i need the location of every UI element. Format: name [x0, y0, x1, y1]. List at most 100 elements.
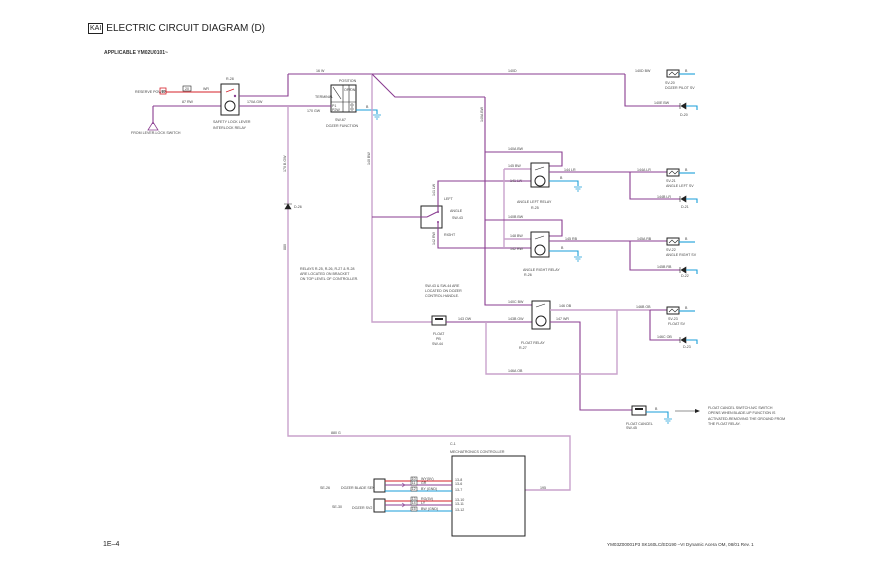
diode-d26-icon — [284, 203, 292, 210]
label-b-sv20: B — [685, 69, 688, 73]
controller-box — [451, 455, 526, 537]
triangle-connector-icon — [147, 121, 159, 131]
switch-sw45-icon — [631, 405, 647, 416]
label-sv21: SV-21 — [666, 179, 676, 183]
ground-r25 — [549, 180, 579, 186]
solenoid-sv22-icon — [666, 237, 680, 246]
diode-d21-icon — [679, 195, 687, 203]
relay-contact — [233, 94, 237, 98]
label-wire-141lw-v: 141 LW — [432, 183, 436, 196]
label-safety-1: SAFETY LOCK LEVER — [213, 120, 251, 124]
label-wire-wr: WR — [203, 87, 209, 91]
label-sv23: SV-23 — [668, 317, 678, 321]
pin-terminal-label: 13-12 — [455, 508, 464, 512]
label-wire-145rb: 145 RB — [565, 237, 578, 241]
label-sv20: SV-20 — [665, 81, 675, 85]
page-number: 1E–4 — [103, 541, 120, 548]
ground-sw67 — [356, 109, 378, 114]
pin-number: 14 — [412, 501, 416, 505]
label-wire-140ebw: 140E BW — [654, 101, 670, 105]
label-dozer-blade-sens: DOZER BLADE SENS — [341, 486, 378, 490]
label-r28: R-28 — [226, 77, 234, 81]
pin-wire-label: BW (GND) — [421, 507, 438, 511]
label-float-relay: FLOAT RELAY — [521, 341, 545, 345]
label-b: B — [366, 105, 369, 109]
ground-r26 — [549, 250, 579, 256]
label-position: POSITION — [339, 79, 357, 83]
ground-d23 — [686, 339, 698, 344]
label-wire-145a: 145A RB — [637, 237, 652, 241]
sw-note-line-3: CONTROL HANDLE. — [425, 294, 459, 298]
label-angle-left-relay: ANGLE LEFT RELAY — [517, 200, 552, 204]
label-fuse: 20 — [185, 87, 189, 91]
label-angle: ANGLE — [450, 209, 463, 213]
solenoid-coil-sv22 — [668, 239, 679, 244]
label-angle-left-sv: ANGLE LEFT SV — [666, 184, 694, 188]
ground-icon-r25 — [574, 186, 582, 192]
switch-lever-icon — [332, 86, 342, 100]
label-sw43: SW-43 — [452, 216, 463, 220]
sw-note-line-1: SW-43 & SW-44 ARE — [425, 284, 460, 288]
wire-146c — [649, 310, 680, 341]
label-wire-144lr: 144 LR — [564, 168, 576, 172]
label-mech-controller: MECHATRONICS CONTROLLER — [450, 450, 505, 454]
angle-right-relay-r26: 140B BW 148 BW 142 RW 145 RB B ANGLE RIG… — [485, 215, 630, 277]
label-wire-144a: 144A LR — [637, 168, 651, 172]
document-reference: YM03Z00001P3 SK160LC/ED190 –VI Dynamic A… — [607, 542, 754, 547]
wire-140b — [485, 219, 563, 237]
label-wire-140d: 140D — [508, 69, 517, 73]
label-b-sw45: B — [655, 407, 658, 411]
ground-sw45 — [646, 411, 669, 418]
ground-d22 — [686, 269, 698, 274]
relay-r25-coil — [534, 175, 546, 187]
label-wire-140b: 140B BW — [508, 215, 524, 219]
arrow-icon-2 — [401, 502, 406, 508]
switch-grid — [331, 85, 356, 112]
label-wire-146a: 146A OB — [508, 369, 523, 373]
label-b-r26: B — [561, 246, 564, 250]
pin-number-box — [410, 480, 418, 486]
float-note-4: THE FLOAT RELAY. — [708, 422, 741, 426]
relays-location-note: RELAYS R-25, R-26, R-27 & R-28 ARE LOCAT… — [300, 267, 358, 281]
label-b-sv23: B — [685, 306, 688, 310]
label-on: ON — [350, 88, 356, 92]
label-wire-143b: 143B OW — [508, 317, 524, 321]
label-from-lever: FROM LEVER-LOCK SWITCH — [131, 131, 181, 135]
page-title: KAI ELECTRIC CIRCUIT DIAGRAM (D) — [88, 23, 265, 34]
label-d26: D-26 — [294, 205, 302, 209]
label-dozer-pilot: DOZER PILOT SV — [665, 86, 695, 90]
pin-number: 13 — [412, 497, 416, 501]
label-wire-142rw: 142 RW — [510, 247, 524, 251]
label-d21: D-21 — [681, 205, 689, 209]
solenoid-sv23-icon — [666, 306, 680, 315]
label-wire-145bw: 145 BW — [508, 164, 521, 168]
dozer-pilot-sv20: 140D BW B SV-20 DOZER PILOT SV 140E BW D… — [624, 69, 698, 117]
label-sw45: SW-45 — [626, 426, 637, 430]
diode-d23-icon — [679, 336, 687, 344]
label-wire-148bw: 148 BW — [510, 234, 523, 238]
label-off: OFF — [344, 88, 352, 92]
switches-location-note: SW-43 & SW-44 ARE LOCATED ON DOZER CONTR… — [425, 284, 462, 298]
relay-r26-coil — [534, 244, 546, 256]
label-wire-144b: 144B LR — [657, 195, 671, 199]
wire-146a-loop — [485, 310, 618, 375]
switch-box — [330, 84, 357, 113]
float-pb-sw44: 143 OW FLOAT PB SW-44 — [431, 315, 532, 346]
label-p1: P1 — [332, 104, 336, 108]
label-wire-87rw: 87 RW — [182, 100, 194, 104]
wire-140e — [624, 74, 680, 107]
diode-d22-icon — [679, 266, 687, 274]
label-wire-140abw: 140A BW — [480, 106, 484, 122]
note-line-1: RELAYS R-25, R-26, R-27 & R-28 — [300, 267, 354, 271]
pin-terminal-label: 13-7 — [455, 488, 462, 492]
angle-switch-sw43: 141 LW 142 RW LEFT ANGLE SW-43 RIGHT — [372, 180, 532, 249]
label-sw44: SW-44 — [432, 342, 443, 346]
sw-note-line-2: LOCATED ON DOZER — [425, 289, 462, 293]
wire-142rw — [437, 222, 532, 249]
reserve-connector — [159, 87, 167, 95]
solenoid-coil — [668, 71, 679, 76]
label-dozer-function: DOZER FUNCTION — [326, 124, 359, 128]
ground-d21 — [686, 198, 698, 203]
label-wire-195: 195 — [540, 486, 546, 490]
arrow-head-icon — [695, 409, 700, 413]
